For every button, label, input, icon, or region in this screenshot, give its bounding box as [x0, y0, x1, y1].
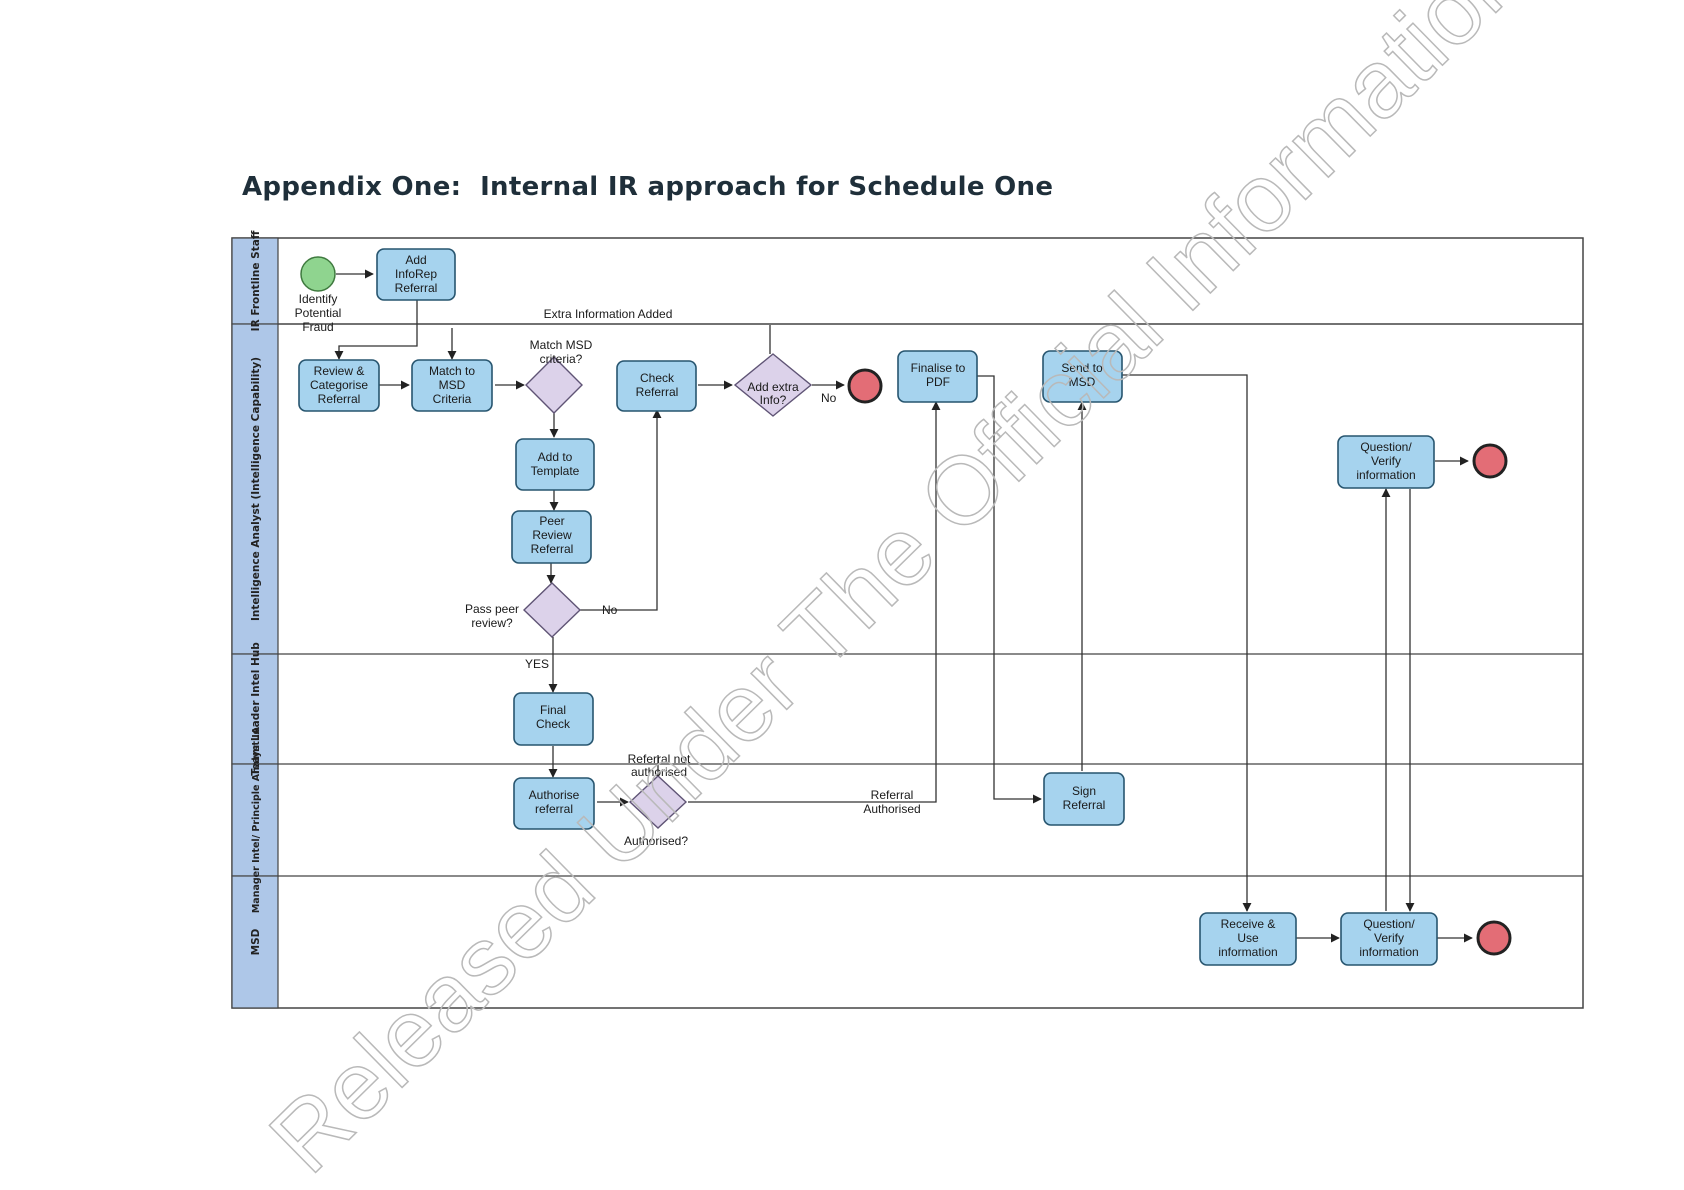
svg-text:InfoRep: InfoRep	[395, 267, 437, 281]
flow-label-no-extra: No	[821, 391, 837, 405]
page-title: Appendix One: Internal IR approach for S…	[242, 172, 1054, 202]
svg-text:Verify: Verify	[1371, 454, 1401, 468]
svg-text:Referral: Referral	[318, 392, 361, 406]
start-event-label: Identify	[299, 292, 338, 306]
task-add-inforep[interactable]: Add InfoRep Referral	[376, 248, 456, 301]
svg-text:Review &: Review &	[314, 364, 365, 378]
svg-text:Match to: Match to	[429, 364, 475, 378]
svg-text:Receive &: Receive &	[1221, 917, 1276, 931]
svg-text:Template: Template	[531, 464, 580, 478]
svg-text:MSD: MSD	[1069, 375, 1096, 389]
flow-label-yes-peer: YES	[525, 657, 549, 671]
svg-text:MSD: MSD	[439, 378, 466, 392]
gateway-label-extra-info: Info?	[760, 393, 787, 407]
svg-text:Peer: Peer	[539, 514, 564, 528]
svg-text:information: information	[1218, 945, 1277, 959]
start-event[interactable]	[300, 256, 336, 292]
task-review-categorise[interactable]: Review & Categorise Referral	[298, 359, 380, 412]
task-authorise-referral[interactable]: Authorise referral	[513, 777, 595, 830]
lane-label-frontline: IR Frontline Staff	[250, 230, 262, 331]
task-question-verify-msd[interactable]: Question/ Verify information	[1340, 912, 1438, 966]
gateway-label-match-criteria: criteria?	[540, 352, 583, 366]
task-question-verify-analyst[interactable]: Question/ Verify information	[1337, 435, 1435, 489]
gateway-label-match-criteria: Match MSD	[530, 338, 593, 352]
gateway-authorised[interactable]	[628, 775, 688, 829]
gateway-extra-info[interactable]	[733, 353, 813, 417]
svg-text:Use: Use	[1237, 931, 1259, 945]
lane-label-msd: MSD	[250, 928, 262, 955]
end-event-msd[interactable]	[1476, 920, 1512, 956]
task-sign-referral[interactable]: Sign Referral	[1043, 772, 1125, 826]
task-send-to-msd[interactable]: Send to MSD	[1042, 350, 1123, 403]
svg-text:Add: Add	[405, 253, 426, 267]
task-add-to-template[interactable]: Add to Template	[515, 438, 595, 491]
flow-label-extra-info-added: Extra Information Added	[544, 307, 673, 321]
flow-label-authorised: Authorised	[863, 802, 920, 816]
svg-text:Question/: Question/	[1363, 917, 1415, 931]
svg-text:Question/: Question/	[1360, 440, 1412, 454]
svg-text:PDF: PDF	[926, 375, 950, 389]
lane-label-manager: Manager Intel/ Principle Analyst IA	[251, 726, 262, 913]
svg-text:Finalise to: Finalise to	[911, 361, 966, 375]
svg-text:Send to: Send to	[1061, 361, 1103, 375]
start-event-label: Fraud	[302, 320, 333, 334]
task-match-msd-criteria[interactable]: Match to MSD Criteria	[411, 359, 493, 412]
gateway-label-pass-peer: Pass peer	[465, 602, 519, 616]
svg-text:information: information	[1356, 468, 1415, 482]
svg-text:Final: Final	[540, 703, 566, 717]
svg-text:Verify: Verify	[1374, 931, 1404, 945]
lane-label-analyst: Intelligence Analyst (Intelligence Capab…	[250, 357, 262, 621]
task-peer-review[interactable]: Peer Review Referral	[511, 510, 592, 564]
start-event-label: Potential	[295, 306, 342, 320]
lane-header-column	[231, 237, 279, 1009]
end-event-no-extra[interactable]	[847, 368, 883, 404]
svg-text:referral: referral	[535, 802, 573, 816]
gateway-label-authorised: Authorised?	[624, 834, 688, 848]
svg-text:Check: Check	[536, 717, 571, 731]
svg-text:Criteria: Criteria	[433, 392, 472, 406]
gateway-match-criteria[interactable]	[525, 356, 583, 414]
end-event-analyst[interactable]	[1472, 443, 1508, 479]
svg-text:Check: Check	[640, 371, 675, 385]
lane-label-teamleader: Team Leader Intel Hub	[250, 642, 262, 776]
svg-text:Referral: Referral	[531, 542, 574, 556]
svg-text:Sign: Sign	[1072, 784, 1096, 798]
flow-label-not-authorised: authorised	[631, 765, 687, 779]
task-check-referral[interactable]: Check Referral	[616, 360, 697, 412]
svg-text:Categorise: Categorise	[310, 378, 368, 392]
task-final-check[interactable]: Final Check	[513, 692, 594, 746]
svg-text:Referral: Referral	[636, 385, 679, 399]
flow-label-no-peer: No	[602, 603, 618, 617]
svg-text:Review: Review	[532, 528, 572, 542]
svg-text:Referral: Referral	[1063, 798, 1106, 812]
svg-text:information: information	[1359, 945, 1418, 959]
sequence-flows	[334, 269, 1473, 943]
gateway-pass-peer-review[interactable]	[522, 582, 582, 638]
svg-text:Authorise: Authorise	[529, 788, 580, 802]
svg-text:Add to: Add to	[538, 450, 573, 464]
task-receive-use-info[interactable]: Receive & Use information	[1199, 912, 1297, 966]
task-finalise-to-pdf[interactable]: Finalise to PDF	[897, 350, 978, 403]
gateway-label-pass-peer: review?	[471, 616, 513, 630]
gateway-label-extra-info: Add extra	[747, 380, 799, 394]
flow-label-authorised: Referral	[871, 788, 914, 802]
svg-text:Referral: Referral	[395, 281, 438, 295]
flow-label-not-authorised: Referral not	[628, 752, 691, 766]
